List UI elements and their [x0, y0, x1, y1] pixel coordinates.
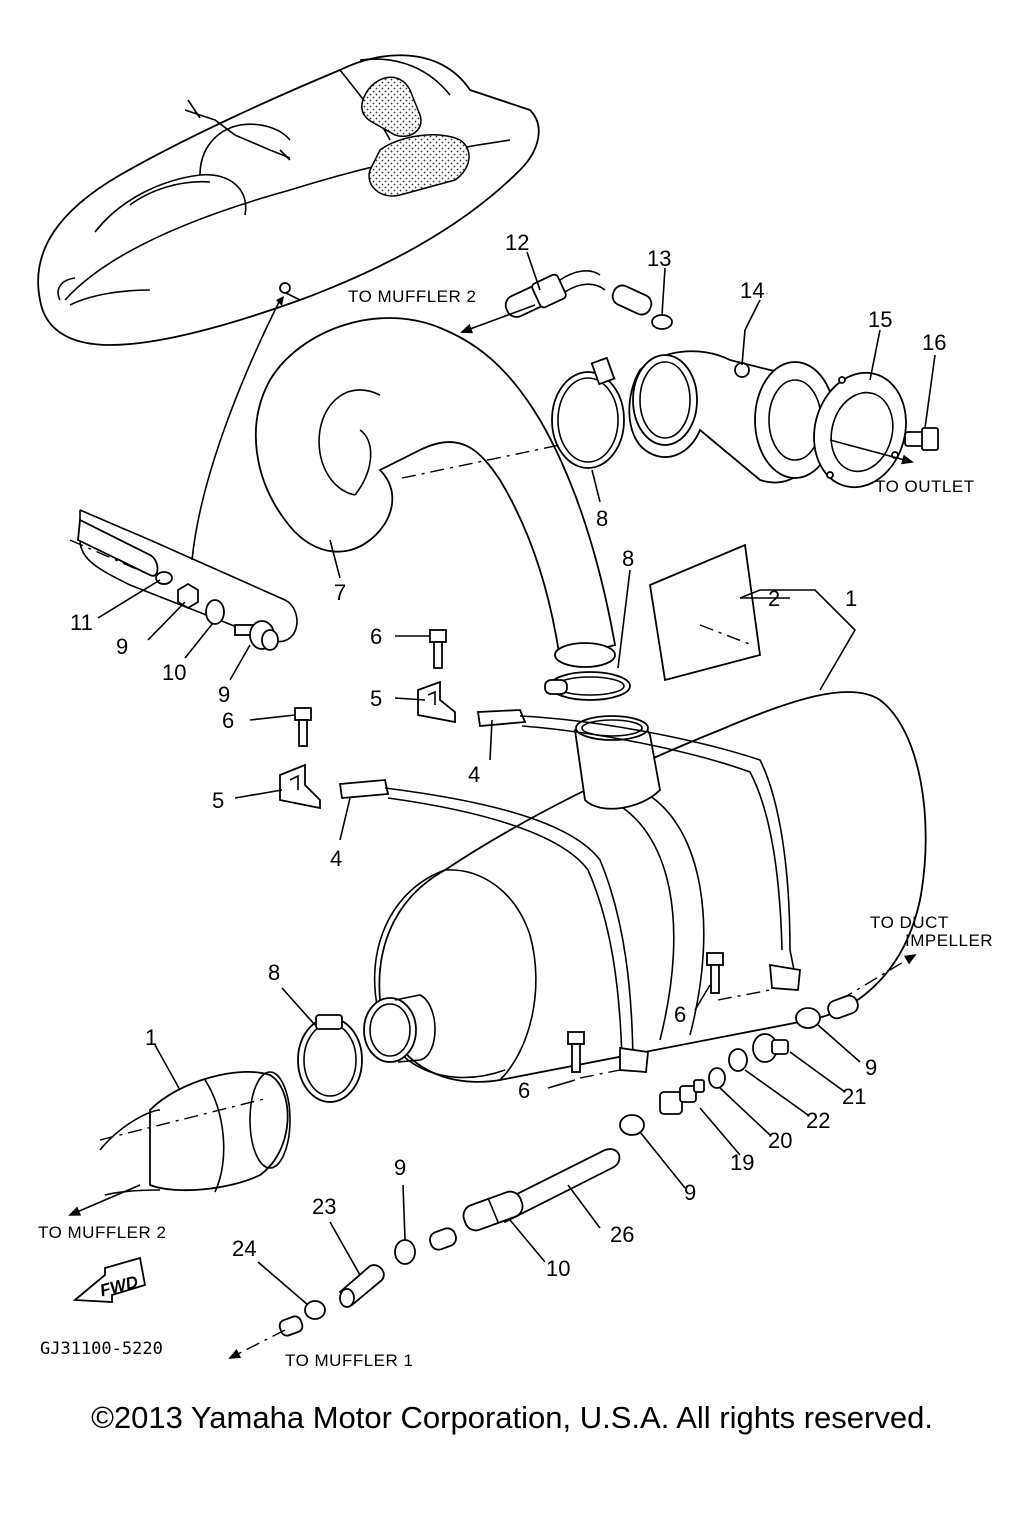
destination-captions: TO MUFFLER 2 TO OUTLET TO DUCT IMPELLER …	[38, 287, 993, 1370]
gasket-part-18	[813, 371, 907, 489]
outlet-elbow-part-17	[628, 350, 836, 484]
to-outlet: TO OUTLET	[875, 477, 975, 496]
callout-8-middle: 8	[622, 546, 634, 571]
sleeve-part-10	[462, 1190, 524, 1232]
nut-part-12	[177, 582, 199, 610]
hose-to-muffler-1	[278, 1315, 304, 1337]
callout-10: 10	[546, 1256, 570, 1281]
clamp-part-9-lower	[394, 1239, 416, 1265]
impeller: IMPELLER	[905, 931, 993, 950]
fitting-part-20	[659, 1079, 705, 1115]
drawing-code: GJ31100-5220	[40, 1339, 163, 1359]
muffler-part-2	[363, 691, 927, 1083]
clamp-part-9-right	[795, 1007, 821, 1029]
callout-6-a: 6	[370, 624, 382, 649]
callout-numbers: 12 13 14 15 16 8 7 8 2 1 11 9 10 9 6 5 6…	[70, 230, 946, 1281]
callout-7: 7	[334, 580, 346, 605]
washer-part-21	[708, 1067, 726, 1089]
clamp-part-16	[651, 314, 673, 330]
hose-to-duct	[827, 994, 859, 1020]
bolt-part-6-a	[429, 629, 447, 669]
clamp-part-8-lower	[297, 1014, 363, 1103]
bracket-part-5-b	[279, 763, 321, 810]
callout-18: 15	[868, 307, 892, 332]
to-muffler-1: TO MUFFLER 1	[285, 1351, 413, 1370]
heat-shield-part-3	[649, 543, 761, 682]
hose-part-26	[493, 1148, 621, 1224]
callout-20: 19	[730, 1150, 754, 1175]
copyright-notice: ©2013 Yamaha Motor Corporation, U.S.A. A…	[91, 1400, 933, 1435]
callout-8-lower: 8	[268, 960, 280, 985]
fitting-part-22	[752, 1033, 789, 1063]
diagram-canvas: FWD 12	[37, 54, 993, 1370]
clamp-part-25	[304, 1300, 326, 1320]
clamp-part-14	[155, 571, 173, 585]
callout-21: 20	[768, 1128, 792, 1153]
callout-17: 14	[740, 278, 764, 303]
callout-11: 9	[218, 682, 230, 707]
fwd-arrow-badge: FWD	[72, 1256, 147, 1303]
fitting-part-24	[338, 1264, 385, 1308]
callout-1: 1	[145, 1025, 157, 1050]
callout-2: 1	[845, 586, 857, 611]
callout-9-lower: 9	[394, 1155, 406, 1180]
to-muffler-2-top: TO MUFFLER 2	[348, 287, 476, 306]
callout-4-lower: 4	[330, 846, 342, 871]
callout-24: 23	[312, 1194, 336, 1219]
hose-part-15	[504, 270, 606, 318]
callout-12: 9	[116, 634, 128, 659]
callout-14: 11	[70, 610, 93, 635]
leader-lines	[97, 251, 936, 1306]
callout-19: 16	[922, 330, 946, 355]
callout-5-b: 5	[212, 788, 224, 813]
callout-4-upper: 4	[468, 762, 480, 787]
callout-6-c: 6	[674, 1002, 686, 1027]
hose-piece-small	[429, 1227, 457, 1251]
callout-6-b: 6	[222, 708, 234, 733]
bolt-part-11	[234, 620, 279, 651]
washer-part-23	[728, 1048, 748, 1072]
bracket-part-5-a	[417, 680, 456, 724]
callout-3: 2	[768, 586, 780, 611]
clamp-part-8-top	[551, 356, 625, 469]
bolt-part-6-d	[567, 1031, 585, 1073]
hose-piece	[611, 284, 653, 316]
bolt-part-6-b	[294, 707, 312, 747]
bolt-part-6-c	[706, 952, 724, 994]
callout-15: 12	[505, 230, 529, 255]
callout-9-right: 9	[865, 1055, 877, 1080]
to-duct: TO DUCT	[870, 913, 949, 932]
callout-9-middle: 9	[684, 1180, 696, 1205]
callout-25: 24	[232, 1236, 256, 1261]
callout-16: 13	[647, 246, 671, 271]
callout-13: 10	[162, 660, 186, 685]
clamp-part-8-middle	[544, 671, 631, 701]
callout-26: 26	[610, 1222, 634, 1247]
strap-part-4-lower	[338, 779, 649, 1073]
callout-6-d: 6	[518, 1078, 530, 1103]
callout-8-top: 8	[596, 506, 608, 531]
bolt-part-19	[904, 427, 939, 451]
clamp-part-9-middle	[619, 1114, 645, 1136]
washer-part-13	[205, 599, 225, 625]
callout-23: 22	[806, 1108, 830, 1133]
strap-part-4-upper	[476, 709, 801, 991]
callout-5-a: 5	[370, 686, 382, 711]
exhaust-pipe-part-7	[254, 317, 617, 668]
watercraft-illustration	[37, 54, 540, 346]
to-muffler-2-bottom: TO MUFFLER 2	[38, 1223, 166, 1242]
callout-22: 21	[842, 1084, 866, 1109]
